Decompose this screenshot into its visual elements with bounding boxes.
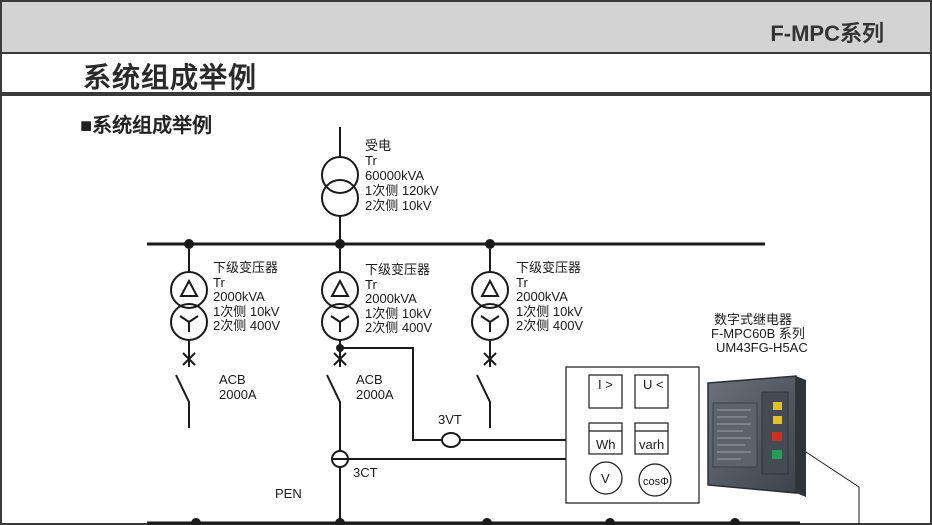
relay-display-panel: [712, 402, 758, 468]
sub-tr-line: 2000kVA: [365, 291, 417, 306]
main-tr-line: 1次侧 120kV: [365, 183, 439, 198]
status-led-yellow: [773, 402, 782, 410]
breaker-line: 2000A: [219, 387, 257, 402]
sub-tr-line: 下级变压器: [365, 262, 430, 277]
overcurrent-label: I >: [598, 377, 613, 392]
sub-tr-line: Tr: [213, 275, 225, 290]
status-led-green: [772, 450, 782, 459]
wye-icon: [179, 315, 199, 332]
sub-tr-line: 1次侧 10kV: [213, 304, 280, 319]
disconnector-icon: [483, 352, 497, 366]
sub-tr-line: 2000kVA: [213, 289, 265, 304]
feeder-1-transformer-label: 下级变压器 Tr 2000kVA 1次侧 10kV 2次侧 400V: [213, 260, 283, 333]
breaker-line: ACB: [219, 372, 246, 387]
bus-junction-dot: [335, 239, 345, 249]
undervoltage-box: [634, 374, 669, 409]
bus-junction-dot: [335, 518, 345, 525]
sub-tr-line: 下级变压器: [213, 260, 278, 275]
sub-tr-line: 1次侧 10kV: [365, 306, 432, 321]
delta-icon: [330, 278, 350, 297]
sub-tr-line: Tr: [516, 275, 528, 290]
main-tr-line: 60000kVA: [365, 168, 424, 183]
feeder-3: [471, 249, 509, 428]
main-transformer-primary-coil: [321, 156, 359, 194]
relay-panel-frame: [565, 366, 700, 504]
relay-device-line: 数字式继电器: [714, 312, 792, 327]
main-tr-line: 2次侧 10kV: [365, 198, 432, 213]
relay-display-text: [717, 409, 751, 460]
main-transformer: [321, 127, 359, 244]
feeder-3-transformer-label: 下级变压器 Tr 2000kVA 1次侧 10kV 2次侧 400V: [516, 260, 586, 333]
title-rule: [2, 92, 930, 96]
bus-junction-dot: [605, 518, 615, 525]
power-factor-label: cosΦ: [643, 476, 669, 488]
varhour-box: [634, 422, 669, 455]
pen-label: PEN: [275, 486, 302, 501]
undervoltage-label: U <: [643, 377, 664, 392]
power-factor-circle: [638, 463, 672, 497]
voltmeter-label: V: [601, 471, 610, 486]
relay-function-panel: [565, 366, 700, 504]
delta-icon: [179, 278, 199, 297]
transformer-delta-coil: [471, 271, 509, 309]
relay-device-label: 数字式继电器 F-MPC60B 系列 UM43FG-H5AC: [711, 312, 809, 355]
series-label: F-MPC系列: [770, 21, 884, 46]
ct-label: 3CT: [353, 465, 378, 480]
feeder-1: [170, 249, 208, 428]
wye-icon: [330, 315, 350, 332]
bus-junction-dot: [485, 239, 495, 249]
bus-junction-dot: [184, 239, 194, 249]
relay-device-line: F-MPC60B 系列: [711, 326, 805, 341]
sub-tr-line: 2次侧 400V: [516, 318, 584, 333]
sub-tr-line: 1次侧 10kV: [516, 304, 583, 319]
disconnector-icon: [182, 352, 196, 366]
main-tr-line: 受电: [365, 138, 391, 153]
sub-tr-line: 2次侧 400V: [213, 318, 281, 333]
transformer-delta-coil: [170, 271, 208, 309]
delta-icon: [480, 278, 500, 297]
disconnector-icon: [333, 352, 347, 366]
breaker-line: 2000A: [356, 387, 394, 402]
voltmeter-circle: [589, 461, 623, 495]
breaker-line: ACB: [356, 372, 383, 387]
vt-signal-line: [340, 347, 566, 441]
transformer-delta-coil: [321, 271, 359, 309]
voltage-transformer-icon: [441, 432, 461, 448]
main-transformer-label: 受电 Tr 60000kVA 1次侧 120kV 2次侧 10kV: [365, 138, 442, 213]
vt-label: 3VT: [438, 412, 462, 427]
feeder-2-breaker-label: ACB 2000A: [356, 372, 394, 402]
wye-icon: [480, 315, 500, 332]
status-led-red: [772, 432, 782, 441]
sub-tr-line: 下级变压器: [516, 260, 581, 275]
breaker-switch-icon: [175, 374, 190, 428]
feeder-2: [321, 249, 566, 525]
watthour-box: [588, 422, 623, 455]
bus-junction-dot: [730, 518, 740, 525]
feeder-2-transformer-label: 下级变压器 Tr 2000kVA 1次侧 10kV 2次侧 400V: [365, 262, 435, 335]
bus-junction-dot: [191, 518, 201, 525]
relay-device-image: [707, 375, 860, 525]
sub-tr-line: 2000kVA: [516, 289, 568, 304]
header-bar: F-MPC系列: [2, 2, 930, 54]
breaker-switch-icon: [326, 374, 341, 525]
sub-tr-line: 2次侧 400V: [365, 320, 433, 335]
section-subtitle: ■系统组成举例: [80, 115, 213, 137]
vt-tap-dot: [336, 344, 344, 352]
status-led-yellow: [773, 416, 782, 424]
relay-device-line: UM43FG-H5AC: [716, 340, 808, 355]
breaker-switch-icon: [476, 374, 491, 428]
watthour-label: Wh: [596, 437, 616, 452]
sub-tr-line: Tr: [365, 277, 377, 292]
leader-line: [805, 451, 860, 488]
relay-device-side: [796, 376, 806, 497]
main-tr-line: Tr: [365, 153, 377, 168]
feeder-1-breaker-label: ACB 2000A: [219, 372, 257, 402]
overcurrent-box: [588, 374, 623, 409]
bus-junction-dot: [482, 518, 492, 525]
page-title: 系统组成举例: [83, 62, 258, 93]
varhour-label: varh: [639, 437, 664, 452]
